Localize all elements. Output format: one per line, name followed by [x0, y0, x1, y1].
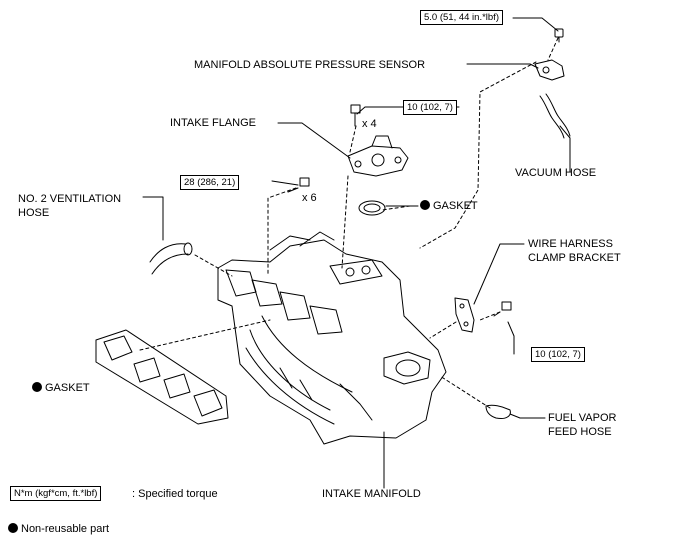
non-reusable-dot-icon	[8, 523, 18, 533]
legend-non-reusable: Non-reusable part	[8, 522, 109, 536]
non-reusable-dot-icon	[420, 200, 430, 210]
intake-manifold-drawing	[217, 231, 447, 445]
wire-harness-label-line1: WIRE HARNESS	[528, 238, 613, 250]
ventilation-hose-label-line1: NO. 2 VENTILATION	[18, 193, 122, 205]
torque-map-sensor-bolt: 5.0 (51, 44 in.*lbf)	[420, 10, 503, 25]
gasket-lower-text: GASKET	[45, 382, 90, 394]
torque-manifold-bolts: 28 (286, 21)	[180, 175, 240, 190]
dashed-alignment	[139, 37, 559, 409]
gasket-upper-text: GASKET	[433, 200, 478, 212]
fuel-vapor-hose-drawing	[485, 404, 511, 419]
vacuum-hose-label: VACUUM HOSE	[515, 167, 597, 179]
legend-torque-box: N*m (kgf*cm, ft.*lbf)	[10, 486, 102, 501]
vacuum-hose-drawing	[539, 93, 571, 139]
legend-torque-desc: : Specified torque	[132, 488, 218, 500]
ventilation-hose-drawing	[149, 242, 193, 275]
manifold-bolt-drawing	[287, 177, 310, 193]
non-reusable-dot-icon	[32, 382, 42, 392]
map-sensor-drawing	[534, 28, 565, 81]
fuel-vapor-label-line2: FEED HOSE	[548, 426, 612, 438]
intake-flange-drawing	[347, 135, 409, 177]
qty-manifold-bolts: x 6	[302, 192, 317, 204]
legend-non-reusable-text: Non-reusable part	[21, 523, 110, 535]
torque-flange-bolts: 10 (102, 7)	[403, 100, 457, 115]
qty-flange-bolts: x 4	[362, 118, 377, 130]
clamp-bracket-drawing	[454, 297, 475, 333]
ventilation-hose-label-line2: HOSE	[18, 207, 50, 219]
intake-manifold-label: INTAKE MANIFOLD	[322, 488, 421, 500]
map-sensor-label: MANIFOLD ABSOLUTE PRESSURE SENSOR	[194, 59, 426, 71]
gasket-upper-label: GASKET	[420, 199, 478, 213]
gasket-lower-label: GASKET	[32, 381, 90, 395]
wire-harness-label-line2: CLAMP BRACKET	[528, 252, 621, 264]
manifold-gasket-drawing	[95, 329, 229, 425]
intake-flange-label: INTAKE FLANGE	[170, 117, 256, 129]
torque-bracket-bolt: 10 (102, 7)	[531, 347, 585, 362]
bracket-bolt-drawing	[493, 301, 512, 317]
flange-gasket-drawing	[358, 200, 386, 216]
flange-bolt-drawing	[350, 104, 361, 127]
fuel-vapor-label-line1: FUEL VAPOR	[548, 412, 617, 424]
